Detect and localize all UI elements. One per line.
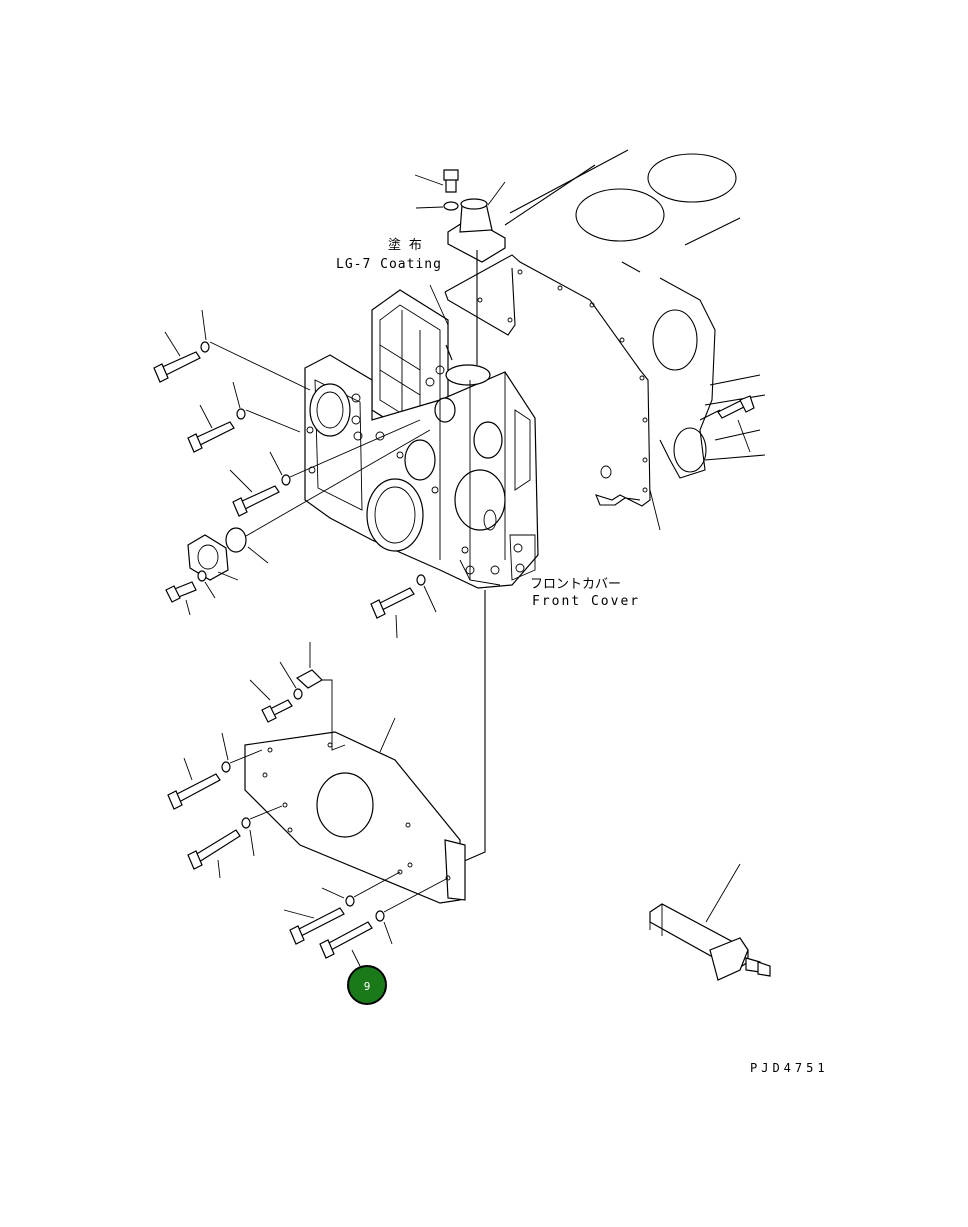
front-cover	[304, 289, 539, 589]
front-cover-label-en: Front Cover	[532, 594, 640, 609]
callout-9-marker[interactable]	[347, 965, 387, 1005]
front-cover-fasteners	[153, 284, 755, 639]
front-cover-gasket	[444, 254, 651, 507]
flywheel-housing-plate	[167, 642, 466, 967]
callout-9[interactable]: 9	[347, 965, 387, 1005]
callout-9-number[interactable]: 9	[364, 980, 371, 993]
drawing-id: PJD4751	[750, 1061, 829, 1075]
breather-cap	[414, 169, 506, 365]
leader-line	[461, 590, 486, 863]
front-cover-label-jp: フロントカバー	[530, 577, 621, 592]
engine-block	[504, 149, 766, 479]
special-tool	[649, 863, 771, 981]
coating-label-en: LG-7 Coating	[336, 257, 442, 272]
coating-label-jp: 塗 布	[388, 237, 422, 253]
